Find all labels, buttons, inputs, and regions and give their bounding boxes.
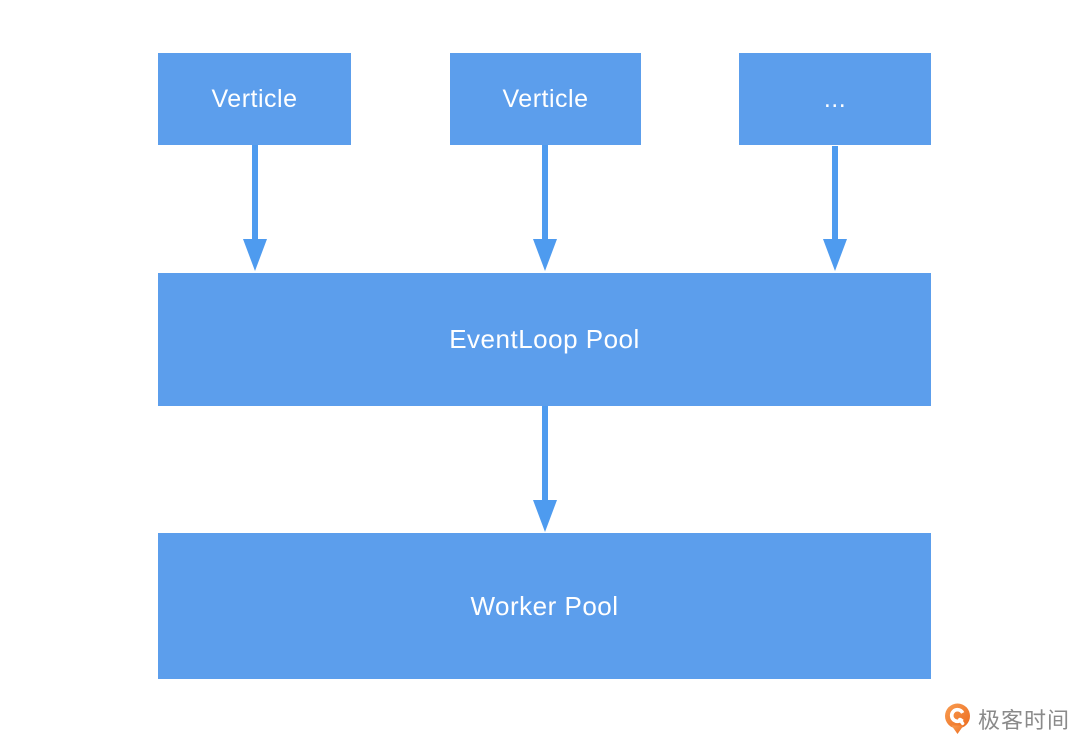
- arrow-line: [542, 145, 548, 239]
- geektime-logo: 极客时间: [944, 703, 1070, 735]
- verticle-node-2-label: Verticle: [502, 84, 589, 113]
- verticle-node-1: Verticle: [158, 53, 351, 145]
- arrow-head: [533, 500, 557, 532]
- worker-pool-label: Worker Pool: [470, 590, 619, 621]
- worker-pool-node: Worker Pool: [158, 533, 931, 679]
- arrow-head: [533, 239, 557, 271]
- arrow-head: [243, 239, 267, 271]
- verticle-node-ellipsis-label: ...: [823, 84, 847, 113]
- arrow-line: [832, 146, 838, 239]
- verticle-node-1-label: Verticle: [211, 84, 298, 113]
- arrow-down-icon-4: [533, 406, 557, 532]
- arrow-down-icon-2: [533, 145, 557, 271]
- verticle-node-ellipsis: ...: [739, 53, 931, 145]
- eventloop-pool-node: EventLoop Pool: [158, 273, 931, 406]
- arrow-head: [823, 239, 847, 271]
- verticle-node-2: Verticle: [450, 53, 641, 145]
- geektime-pin-icon: [944, 703, 971, 735]
- eventloop-pool-label: EventLoop Pool: [449, 324, 640, 354]
- arrow-line: [252, 145, 258, 239]
- arrow-line: [542, 406, 548, 500]
- geektime-logo-text: 极客时间: [978, 708, 1071, 733]
- arrow-down-icon-3: [823, 146, 847, 271]
- arrow-down-icon-1: [243, 145, 267, 271]
